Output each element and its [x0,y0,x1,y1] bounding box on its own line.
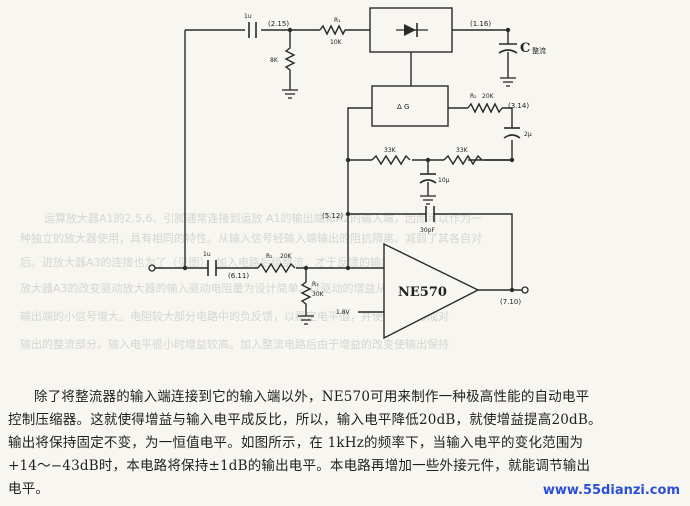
gain-cell-left-wire [347,107,372,268]
gain-cell-block [371,85,449,127]
bleed-text-line: 输出的整流部分。输入电平很小时增益较高。加入整流电路后由于增益的改变使输出保持 [20,338,449,351]
bleed-text-line: 输出端的小信号增大。电阻较大部分电路中的负反馈，以稳定电平值，并使输出端形成对 [20,310,449,323]
cap-top-label: 1u [244,13,252,20]
ground-symbol [298,315,314,325]
part-number: NE570 [398,285,447,300]
r2-in-value: 20K [280,253,293,260]
fb-cap-label: 30pF [420,227,435,234]
r2-top-label: R₂ [470,93,477,100]
resistor-33k-left [371,154,411,166]
rect-cap-subscript: 整流 [532,46,546,55]
rect-cap-label: C [520,41,530,56]
ground-symbol [420,195,436,205]
caption-line: 输出将保持固定不变，为一恒值电平。如图所示，在 1kHz的频率下，当输入电平的变… [8,435,584,451]
input-capacitor [207,260,217,276]
vref-label: 1.8V [336,309,351,316]
shunt-value: 8K [270,57,279,64]
r1-label: R₁ [334,17,341,24]
input-cap-label: 1u [203,251,211,258]
input-capacitor-top [248,22,257,38]
input-terminal [148,264,156,272]
watermark-link[interactable]: www.55dianzi.com [542,483,680,498]
node-voltage-out: (7.10) [500,298,521,306]
node-voltage-in: (6.11) [228,272,249,280]
bias-cap-label: 10μ [438,177,450,184]
bleed-text-line: 种独立的放大器使用，具有相同的特性。从输入信号经输入端输出的阻抗隔离。减弱了其各… [20,232,482,245]
resistor-r2-in [257,262,296,274]
caption-line: 控制压缩器。这就使得增益与输入电平成反比，所以，输入电平降低20dB，就使增益提… [8,412,602,428]
r2-top-value: 20K [482,93,495,100]
node-voltage-top-in: (2.15) [268,20,289,28]
caption-line: 除了将整流器的输入端连接到它的输入端以外，NE570可用来制作一种极高性能的自动… [34,389,590,405]
rectifier-capacitor [498,43,518,54]
feedback-capacitor [425,206,435,222]
resistor-shunt [284,30,296,90]
bias-capacitor [419,173,437,184]
ground-symbol [500,77,516,87]
r1-value: 10K [330,39,343,46]
caption-paragraph: 除了将整流器的输入端连接到它的输入端以外，NE570可用来制作一种极高性能的自动… [8,386,684,501]
mid-capacitor [503,127,521,139]
r-33k-right-value: 33K [456,147,469,154]
diode-icon [396,23,428,37]
circuit-diagram: 1u (2.15) R₁ 10K 8K (1.16) C 整流 [148,7,546,340]
bleed-text-line: 运算放大器A1的2.5,6、引脚通常连接到运放 A1的输出端和A2的输入端，因而… [44,212,483,225]
resistor-r2-top [467,102,503,114]
gain-cell-label: Δ G [397,103,409,111]
node-voltage-fb: (5.12) [322,212,343,220]
bleed-text-line: 后。进放大器A3的连接也为了（见图）。加入电路后级整流，才于反馈的输出。 [20,256,404,269]
caption-line: 电平。 [8,481,50,497]
r3-value: 30K [312,291,325,298]
junction-dots [182,27,515,293]
node-voltage-top-out: (1.16) [470,20,491,28]
mid-cap-label: 2μ [524,131,532,138]
bleed-text-line: 放大器A3的改变驱动放大器的输入驱动电阻量为设计简单。以驱动的增益从而可调整量的 [20,282,453,295]
op-amp-triangle [383,242,480,340]
ground-symbol [282,89,298,99]
r-33k-left-value: 33K [384,147,397,154]
caption-line: +14～−43dB时，本电路将保持±1dB的输出电平。本电路再增加一些外接元件，… [8,458,591,474]
resistor-r3 [300,268,312,316]
r3-label: R₃ [312,281,319,288]
resistor-33k-right [443,154,483,166]
node-voltage-mid: (3.14) [508,102,529,110]
resistor-r1 [319,24,346,36]
r2-in-label: R₂ [266,253,273,260]
feedback-wire [348,213,513,290]
output-terminal [521,286,529,294]
